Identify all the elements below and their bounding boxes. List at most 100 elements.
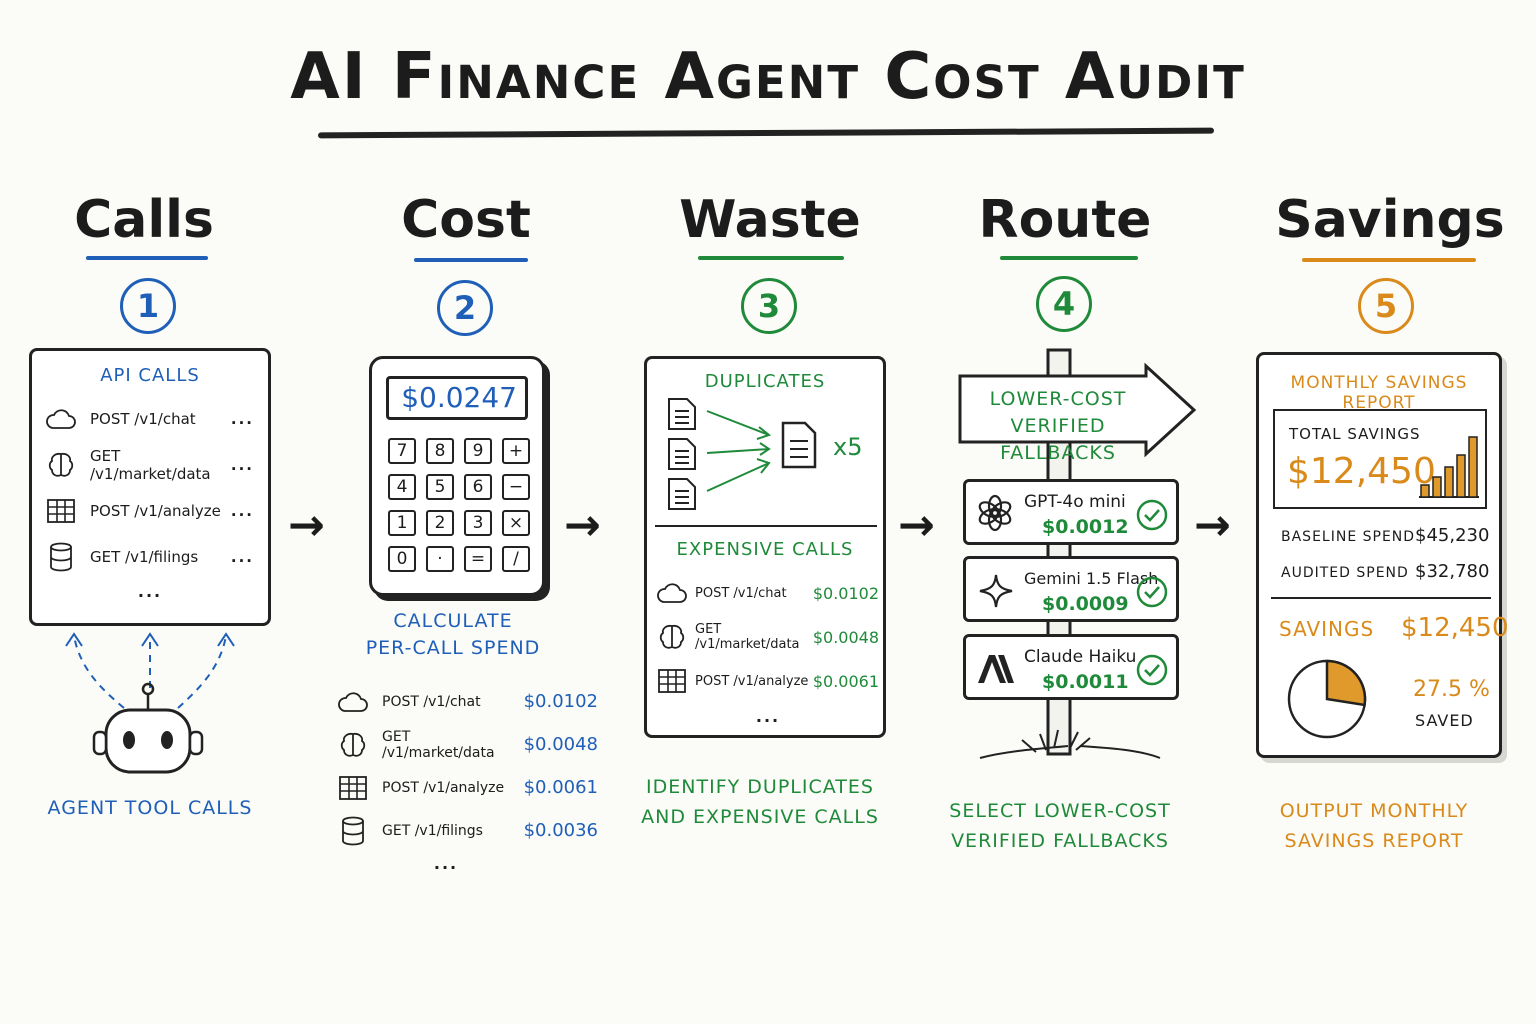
list-item: GET /v1/filings $0.0036 [338, 809, 598, 852]
waste-ellipsis: ... [755, 707, 781, 726]
list-item: GET /v1/market/data ... [46, 442, 254, 488]
flow-arrow-1: → [288, 500, 325, 551]
anthropic-icon [978, 655, 1014, 683]
check-icon [1136, 576, 1168, 608]
step-5-caption: OUTPUT MONTHLY SAVINGS REPORT [1279, 800, 1469, 852]
calculator-key: 9 [464, 438, 492, 464]
calculator-key: 3 [464, 510, 492, 536]
calculator-key: 6 [464, 474, 492, 500]
list-item: POST /v1/analyze $0.0061 [338, 766, 598, 809]
audited-spend-label: AUDITED SPEND [1281, 565, 1409, 581]
step-3-title: Waste [679, 190, 861, 250]
per-call-ellipsis: ... [433, 854, 459, 873]
list-item: GET /v1/filings ... [46, 534, 254, 580]
calculator-key: 8 [426, 438, 454, 464]
calculator-key: 0 [388, 546, 416, 572]
expensive-calls-heading: EXPENSIVE CALLS [676, 539, 854, 560]
calculator-key: 2 [426, 510, 454, 536]
total-savings-box: TOTAL SAVINGS $12,450 [1273, 409, 1487, 509]
step-1-number: 1 [120, 278, 176, 334]
list-item: POST /v1/chat $0.0102 [657, 571, 879, 615]
calculator-key: 5 [426, 474, 454, 500]
cloud-icon [46, 405, 76, 433]
fallback-price: $0.0009 [1042, 593, 1129, 615]
calculator-key: × [502, 510, 530, 536]
step-4-number: 4 [1036, 276, 1092, 332]
step-5-number: 5 [1358, 278, 1414, 334]
check-icon [1136, 654, 1168, 686]
step-2-caption: CALCULATE PER-CALL SPEND [365, 610, 541, 659]
api-calls-ellipsis: ... [137, 582, 163, 601]
step-1-caption: AGENT TOOL CALLS [47, 797, 253, 819]
step-2-underline [414, 258, 528, 262]
list-item: POST /v1/chat ... [46, 396, 254, 442]
list-item: POST /v1/analyze ... [46, 488, 254, 534]
flow-arrow-2: → [564, 500, 601, 551]
fallback-price: $0.0011 [1042, 671, 1129, 693]
fallback-gemini-flash: Gemini 1.5 Flash $0.0009 [963, 556, 1179, 622]
fallback-name: GPT-4o mini [1024, 492, 1126, 512]
sparkle-icon [979, 574, 1013, 608]
savings-value: $12,450 [1401, 613, 1509, 643]
table-icon [338, 774, 368, 802]
report-heading: MONTHLY SAVINGS REPORT [1290, 373, 1468, 413]
saved-label: SAVED [1415, 711, 1474, 730]
step-2-number: 2 [437, 280, 493, 336]
fallback-gpt-4o-mini: GPT-4o mini $0.0012 [963, 479, 1179, 545]
bar-chart-icon [1419, 436, 1479, 498]
fallback-name: Gemini 1.5 Flash [1024, 569, 1159, 588]
fallback-price: $0.0012 [1042, 516, 1129, 538]
api-calls-heading: API CALLS [100, 365, 200, 386]
baseline-spend-label: BASELINE SPEND [1281, 529, 1416, 545]
divider [1271, 597, 1491, 599]
brain-icon [657, 623, 687, 651]
calculator-key: 7 [388, 438, 416, 464]
page-title: AI Finance Agent Cost Audit [290, 40, 1246, 114]
flow-arrow-4: → [1194, 500, 1231, 551]
savings-pie-chart [1287, 659, 1367, 739]
table-icon [657, 667, 687, 695]
calculator-key: 1 [388, 510, 416, 536]
route-sign-text: LOWER-COST VERIFIED FALLBACKS [989, 388, 1127, 464]
calculator-key: + [502, 438, 530, 464]
step-5-title: Savings [1275, 190, 1505, 250]
calculator-key: = [464, 546, 492, 572]
duplicates-diagram [668, 398, 817, 510]
step-4-title: Route [978, 190, 1152, 250]
cloud-icon [657, 579, 687, 607]
list-item: POST /v1/chat $0.0102 [338, 680, 598, 723]
savings-label: SAVINGS [1279, 617, 1375, 641]
savings-report-card: MONTHLY SAVINGS REPORT TOTAL SAVINGS $12… [1256, 352, 1509, 758]
database-icon [46, 542, 76, 572]
list-item: GET /v1/market/data $0.0048 [338, 723, 598, 766]
step-5-underline [1302, 258, 1476, 262]
saved-percent: 27.5 % [1413, 677, 1490, 702]
duplicates-heading: DUPLICATES [704, 371, 826, 392]
step-4-caption: SELECT LOWER-COST VERIFIED FALLBACKS [949, 800, 1171, 852]
robot-icon [92, 682, 204, 774]
check-icon [1136, 499, 1168, 531]
cloud-icon [338, 688, 368, 716]
fallback-claude-haiku: Claude Haiku $0.0011 [963, 634, 1179, 700]
calculator-key: 4 [388, 474, 416, 500]
calculator-display: $0.0247 [386, 376, 528, 420]
openai-icon [978, 494, 1012, 532]
flow-arrow-3: → [898, 500, 935, 551]
calculator-key: / [502, 546, 530, 572]
api-calls-card: API CALLS POST /v1/chat ... GET /v1/mark… [29, 348, 271, 626]
calculator-key: · [426, 546, 454, 572]
duplicate-count: x5 [833, 433, 863, 461]
total-savings-label: TOTAL SAVINGS [1289, 425, 1421, 443]
title-underline [317, 127, 1215, 139]
step-2-title: Cost [401, 190, 531, 250]
per-call-spend-list: POST /v1/chat $0.0102 GET /v1/market/dat… [338, 680, 598, 873]
brain-icon [338, 731, 368, 759]
step-3-underline [698, 256, 844, 260]
step-3-number: 3 [741, 278, 797, 334]
database-icon [338, 816, 368, 845]
baseline-spend-value: $45,230 [1415, 525, 1490, 546]
step-1-title: Calls [74, 190, 214, 250]
waste-card: DUPLICATES x5 EXPENSIVE CALLS POST /v1/c… [644, 356, 886, 738]
